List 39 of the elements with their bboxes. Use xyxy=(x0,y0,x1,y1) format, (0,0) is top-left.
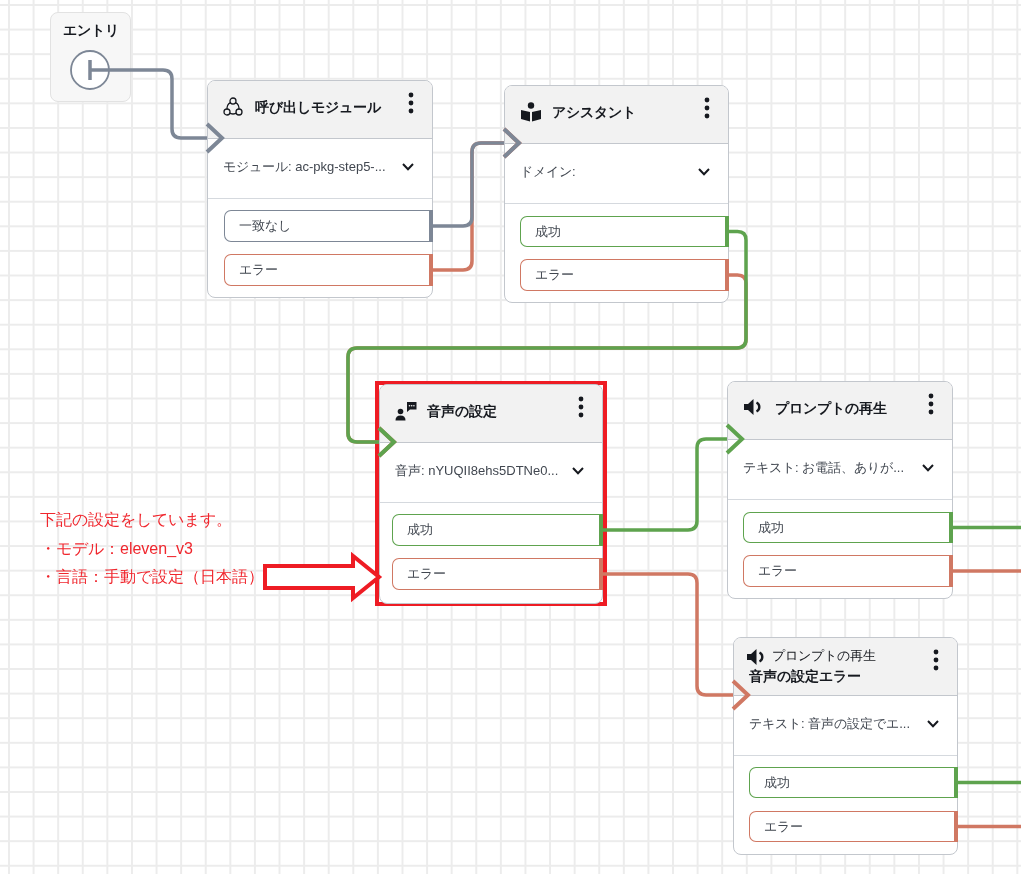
entry-box xyxy=(50,12,131,102)
branch-port: 成功 xyxy=(392,514,603,546)
connector-arrow xyxy=(603,423,744,532)
start-circle xyxy=(70,50,110,90)
block-title: アシスタント xyxy=(552,103,636,122)
branch-port: エラー xyxy=(392,558,603,590)
dropdown-label: ドメイン: xyxy=(520,163,576,181)
connector-arrow xyxy=(110,68,224,154)
connector-line xyxy=(958,780,1021,785)
flow-block xyxy=(207,80,433,298)
branch-port: エラー xyxy=(743,555,953,587)
flow-block xyxy=(733,637,958,855)
note-text: ・言語：手動で設定（日本語） xyxy=(40,567,264,587)
dropdown-label: テキスト: 音声の設定でエ... xyxy=(749,715,911,733)
block-title: 音声の設定エラー xyxy=(749,667,861,686)
block-type-label: プロンプトの再生 xyxy=(772,648,876,665)
branch-port: エラー xyxy=(749,811,958,842)
note-text: 下記の設定をしています。 xyxy=(40,510,232,530)
connector-line xyxy=(958,824,1021,829)
dropdown-label: モジュール: ac-pkg-step5-... xyxy=(223,158,386,176)
block-title: エントリ xyxy=(61,21,120,40)
flow-block xyxy=(504,85,729,303)
branch-port: エラー xyxy=(520,259,729,291)
connector-arrow xyxy=(603,572,750,711)
dropdown-label: テキスト: お電話、ありが... xyxy=(743,459,905,477)
branch-port: エラー xyxy=(224,254,433,286)
connector-arrow xyxy=(433,127,521,228)
branch-port: 成功 xyxy=(520,216,729,247)
connector-line xyxy=(953,569,1021,573)
flow-block xyxy=(727,381,953,599)
block-title: プロンプトの再生 xyxy=(775,399,887,418)
branch-port: 成功 xyxy=(743,512,953,543)
connector-line xyxy=(953,525,1021,530)
block-title: 呼び出しモジュール xyxy=(255,98,381,117)
dropdown-label: 音声: nYUQII8ehs5DTNe0... xyxy=(395,462,559,480)
branch-port: 一致なし xyxy=(224,210,433,242)
note-text: ・モデル：eleven_v3 xyxy=(40,538,193,559)
block-title: 音声の設定 xyxy=(427,402,497,421)
branch-port: 成功 xyxy=(749,767,958,798)
